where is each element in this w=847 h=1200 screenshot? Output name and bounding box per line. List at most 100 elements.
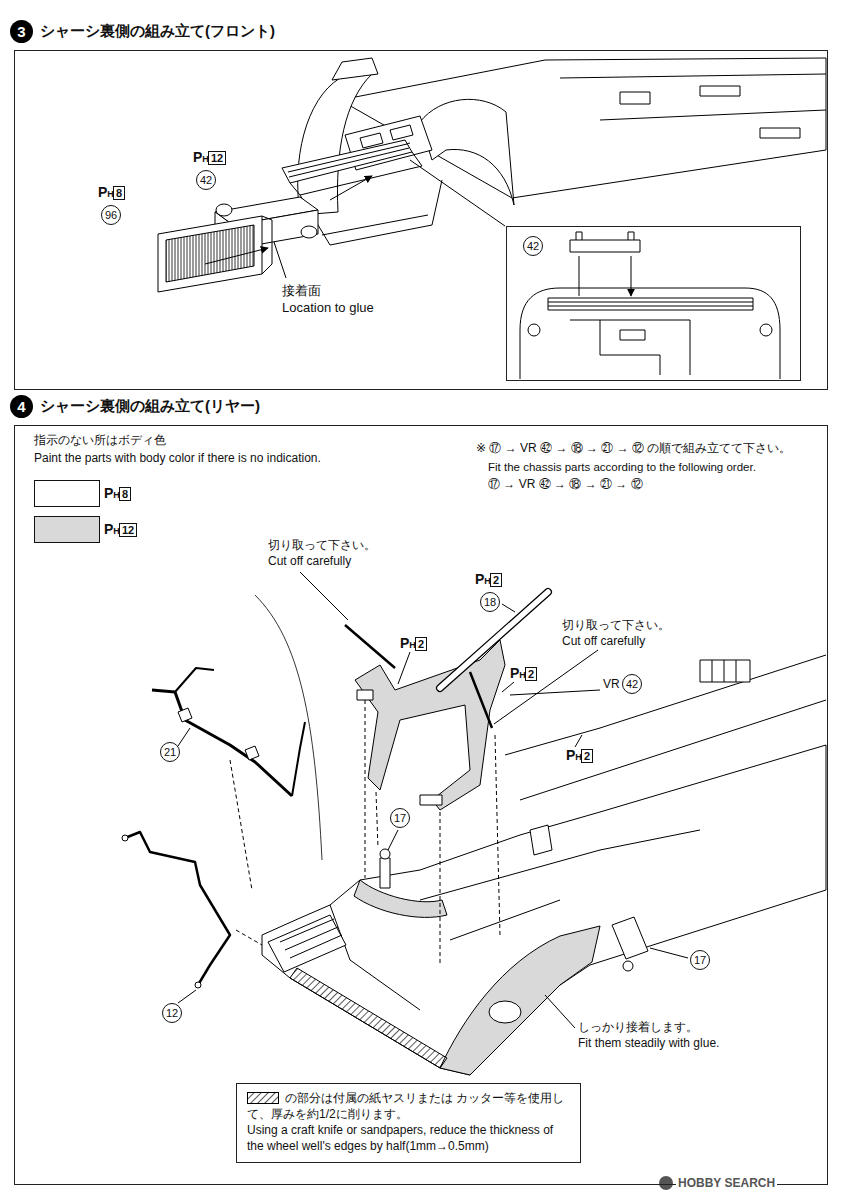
hole: [489, 1001, 521, 1023]
part-number: 42: [622, 674, 642, 694]
part-number: 42: [523, 236, 543, 256]
muffler-rib: [280, 919, 342, 958]
legend-text: 12: [119, 523, 137, 537]
watermark-logo: [659, 1176, 673, 1190]
paint-code: PH: [104, 486, 120, 502]
paint-number: 12: [208, 151, 226, 165]
leader-line: [410, 160, 505, 226]
note-box: の部分は付属の紙ヤスリまたは カッター等を使用して、厚みを約1/2に削ります。U…: [236, 1083, 581, 1163]
part-number: 12: [162, 1003, 182, 1023]
arrow: [205, 248, 268, 264]
part-number: 42: [196, 170, 216, 190]
half-shaft: [345, 625, 492, 728]
cut-note: Cut off carefully: [268, 554, 351, 569]
arrow: [330, 176, 372, 200]
paint-note: Paint the parts with body color if there…: [34, 451, 321, 466]
part-number: 96: [101, 205, 121, 225]
cut-note: Cut off carefully: [562, 634, 645, 649]
stabilizer: [152, 690, 292, 796]
step-panel: の部分は付属の紙ヤスリまたは カッター等を使用して、厚みを約1/2に削ります。U…: [14, 425, 828, 1185]
paint-code: PH: [566, 748, 582, 764]
sanding-area: [290, 968, 447, 1068]
shock: [612, 917, 648, 959]
section-heading: 3 シャーシ裏側の組み立て(フロント): [10, 20, 275, 43]
legend-swatch: [34, 516, 100, 543]
watermark: HOBBY SEARCH: [676, 1176, 777, 1190]
roller: [301, 226, 317, 238]
paint-code: PH: [510, 666, 526, 682]
chassis-detail: [620, 86, 800, 138]
step-number: 3: [10, 20, 33, 43]
grille-mesh: [166, 225, 254, 282]
detail-inset: 42: [506, 226, 801, 381]
arrow: [579, 256, 631, 296]
order-note: ⑰ → VR ㊷ → ⑱ → ㉑ → ⑫: [488, 477, 643, 492]
chassis-plate: [340, 58, 826, 198]
hatch-swatch: [247, 1092, 279, 1104]
order-note: ※ ⑰ → VR ㊷ → ⑱ → ㉑ → ⑫ の順で組み立てて下さい。: [476, 441, 791, 456]
cut-note: 切り取って下さい。: [268, 538, 376, 553]
part-number: 21: [160, 742, 180, 762]
hatch-sample: [248, 1093, 279, 1104]
leader-line: [274, 242, 286, 278]
wheel-well: [354, 880, 447, 917]
inset-knob: [528, 324, 540, 336]
leader-lines: [178, 572, 688, 1028]
outline-curve: [255, 595, 322, 860]
step-panel: 423シャーシ裏側の組み立て(フロント): [14, 50, 828, 390]
step-title: シャーシ裏側の組み立て(フロント): [40, 22, 275, 41]
paint-code: PH: [193, 150, 209, 166]
paint-number: 2: [415, 637, 427, 651]
inset-knob: [760, 324, 772, 336]
grille-tab: [262, 216, 272, 274]
paint-number: 8: [113, 186, 125, 200]
inset-bar: [548, 298, 753, 310]
inset-part: [570, 240, 640, 252]
paint-code: PH: [104, 522, 120, 538]
part-prefix: VR: [603, 677, 620, 692]
radiator-rib: [288, 144, 422, 195]
paint-code: PH: [475, 572, 491, 588]
glue-note: Location to glue: [282, 300, 374, 316]
front-chassis: [158, 58, 826, 379]
roller: [216, 204, 232, 216]
paint-number: 2: [525, 667, 537, 681]
paint-number: 2: [490, 573, 502, 587]
pipe-end: [122, 835, 128, 841]
paint-code: PH: [400, 636, 416, 652]
guide-lines: [230, 700, 500, 965]
guide-line: [230, 700, 500, 965]
floor-panel: [262, 745, 826, 1075]
chassis-line: [560, 74, 826, 120]
radiator-bar: [282, 140, 412, 183]
paint-note: 指示のない所はボディ色: [34, 433, 166, 448]
inset-pin: [576, 232, 634, 240]
bushing: [178, 708, 259, 760]
cut-note: 切り取って下さい。: [562, 618, 670, 633]
shock-mount: [623, 961, 633, 971]
paint-number: 2: [581, 749, 593, 763]
inset-detail: [548, 302, 753, 375]
drive-shaft: [440, 592, 548, 688]
glue-note: Fit them steadily with glue.: [578, 1036, 719, 1051]
part-number: 17: [690, 950, 710, 970]
chassis-detail: [700, 660, 750, 682]
muffler: [268, 915, 346, 972]
step-title: シャーシ裏側の組み立て(リヤー): [40, 397, 260, 416]
paint-code: PH: [98, 185, 114, 201]
note-text: Using a craft knife or sandpapers, reduc…: [247, 1122, 570, 1154]
section-heading: 4シャーシ裏側の組み立て(リヤー): [10, 395, 260, 418]
note-text: の部分は付属の紙ヤスリまたは カッター等を使用して、厚みを約1/2に削ります。: [247, 1090, 570, 1122]
drive-shaft-fill: [440, 592, 548, 688]
wheel-well: [440, 926, 600, 1075]
rear-chassis: [122, 572, 826, 1190]
shock: [380, 858, 390, 888]
part-number: 17: [390, 808, 410, 828]
glue-note: しっかり接着します。: [578, 1020, 698, 1035]
subframe-mount: [357, 690, 442, 805]
